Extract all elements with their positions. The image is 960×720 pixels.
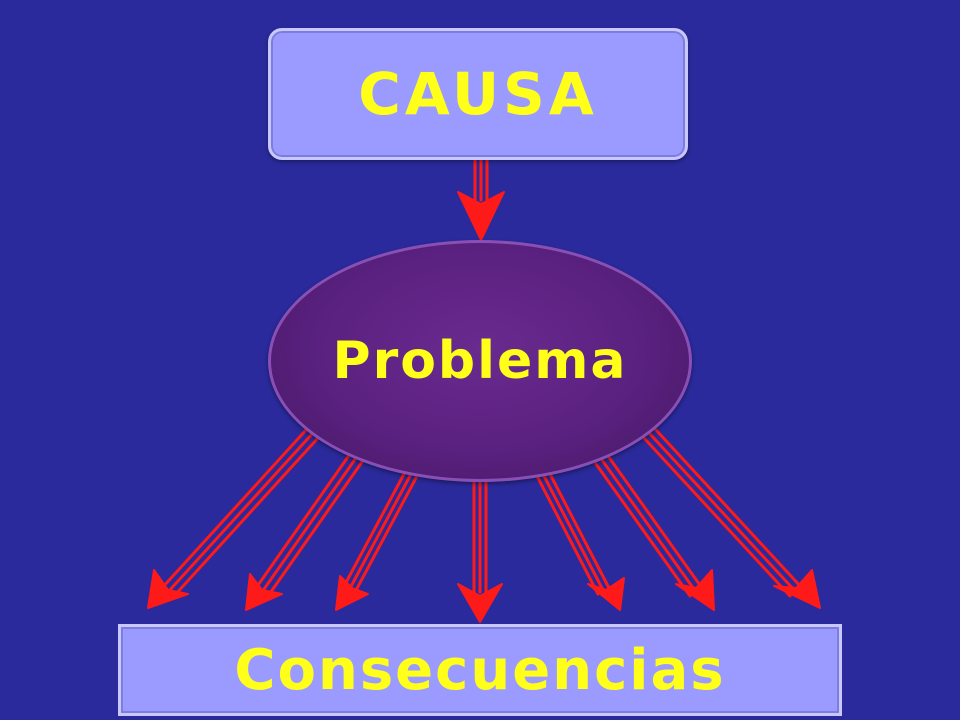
cause-label: CAUSA — [358, 60, 598, 128]
cause-box: CAUSA — [268, 28, 688, 160]
consequences-label: Consecuencias — [234, 637, 726, 703]
problem-ellipse: Problema — [268, 240, 692, 482]
arrowhead-3 — [335, 575, 369, 611]
arrow-consequence-5 — [536, 472, 612, 596]
arrowhead-5 — [587, 577, 625, 611]
arrow-consequence-7 — [642, 428, 804, 598]
arrowhead-6 — [675, 569, 715, 611]
arrowhead-cause — [457, 191, 505, 241]
arrow-consequence-6 — [594, 454, 704, 598]
arrowhead-1 — [147, 569, 189, 609]
arrow-consequence-1 — [160, 428, 320, 598]
arrow-consequence-2 — [254, 452, 364, 598]
arrow-consequence-3 — [340, 472, 418, 596]
problem-label: Problema — [332, 331, 628, 391]
arrow-consequence-4 — [472, 474, 488, 594]
consequences-box: Consecuencias — [118, 624, 842, 716]
arrowhead-7 — [773, 569, 821, 609]
arrowhead-2 — [245, 573, 283, 611]
arrowhead-4 — [457, 583, 503, 623]
